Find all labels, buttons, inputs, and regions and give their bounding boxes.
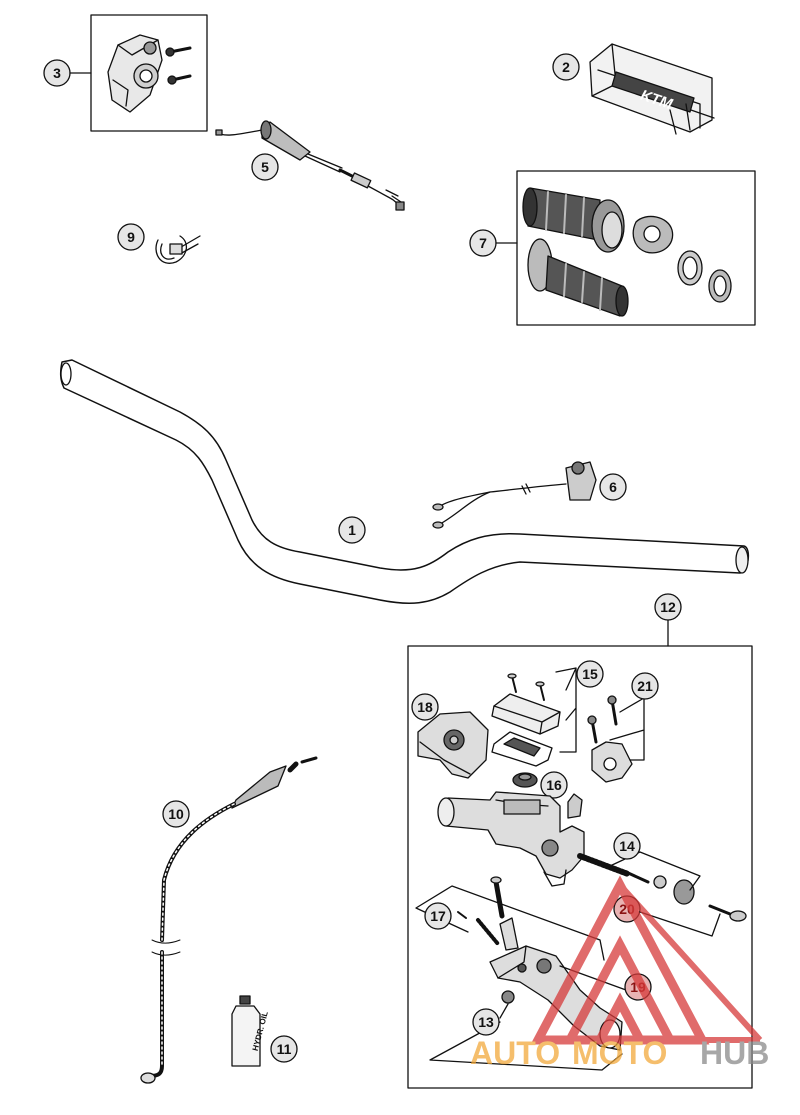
hydraulic-oil-part (231, 995, 261, 1067)
callout-14-bubble (613, 832, 641, 860)
callout-7: 7 (479, 235, 487, 251)
callout-5: 5 (261, 159, 269, 175)
watermark: AUTO MOTO HUB (470, 875, 769, 1071)
callout-15-bubble (576, 660, 604, 688)
callout-5-bubble (251, 153, 279, 181)
handlebar-clamp-part (107, 34, 163, 113)
callout-16-bubble (540, 771, 568, 799)
callout-12-bubble (654, 593, 682, 621)
kill-switch-part (432, 461, 597, 529)
callout-17: 17 (430, 908, 446, 924)
part-12-frame (407, 645, 753, 1089)
callout-11-bubble (270, 1035, 298, 1063)
callout-10-bubble (162, 800, 190, 828)
callout-2-bubble (552, 53, 580, 81)
watermark-auto: AUTO (470, 1035, 560, 1071)
ktm-logo-panel (611, 71, 695, 113)
left-grip-part (527, 238, 629, 317)
throttle-grip-part (522, 187, 625, 253)
callout-15: 15 (582, 666, 598, 682)
callout-9-bubble (117, 223, 145, 251)
clamp-bolts (165, 46, 192, 85)
callout-6-bubble (599, 473, 627, 501)
reservoir-cover-part (491, 693, 561, 767)
brake-line-part (140, 756, 318, 1084)
callout-21: 21 (637, 678, 653, 694)
watermark-hub: HUB (700, 1035, 769, 1071)
callout-13: 13 (478, 1014, 494, 1030)
callout-16: 16 (546, 777, 562, 793)
callout-9: 9 (127, 229, 135, 245)
callout-18-bubble (411, 693, 439, 721)
part-7-frame (516, 170, 756, 326)
lever-pivot-nut-part (501, 990, 515, 1004)
handlebar-part (59, 359, 750, 605)
watermark-triangle-logo (530, 875, 763, 1045)
callout-18: 18 (417, 699, 433, 715)
watermark-moto: MOTO (572, 1035, 667, 1071)
lever-cover-part (417, 711, 489, 779)
callout-13-bubble (472, 1008, 500, 1036)
callout-12: 12 (660, 599, 676, 615)
callout-10: 10 (168, 806, 184, 822)
cable-tie-part (155, 235, 201, 264)
reservoir-bellow-part (512, 772, 538, 788)
throttle-housing-part (632, 215, 674, 254)
grip-rings (677, 250, 732, 303)
callout-1: 1 (348, 522, 356, 538)
cover-screws (507, 673, 545, 701)
master-cylinder-clamp-part (587, 695, 633, 783)
handlebar-pad-part (589, 43, 715, 135)
callout-1-bubble (338, 516, 366, 544)
callout-21-bubble (631, 672, 659, 700)
adjuster-spring-part (457, 876, 519, 951)
callout-3: 3 (53, 65, 61, 81)
callout-6: 6 (609, 479, 617, 495)
callout-2: 2 (562, 59, 570, 75)
callout-17-bubble (424, 902, 452, 930)
master-cylinder-body-part (437, 791, 585, 887)
callout-14: 14 (619, 838, 635, 854)
throttle-cable-part (215, 120, 405, 211)
pushrod-spring-part (577, 853, 747, 922)
callout-11: 11 (277, 1041, 292, 1057)
